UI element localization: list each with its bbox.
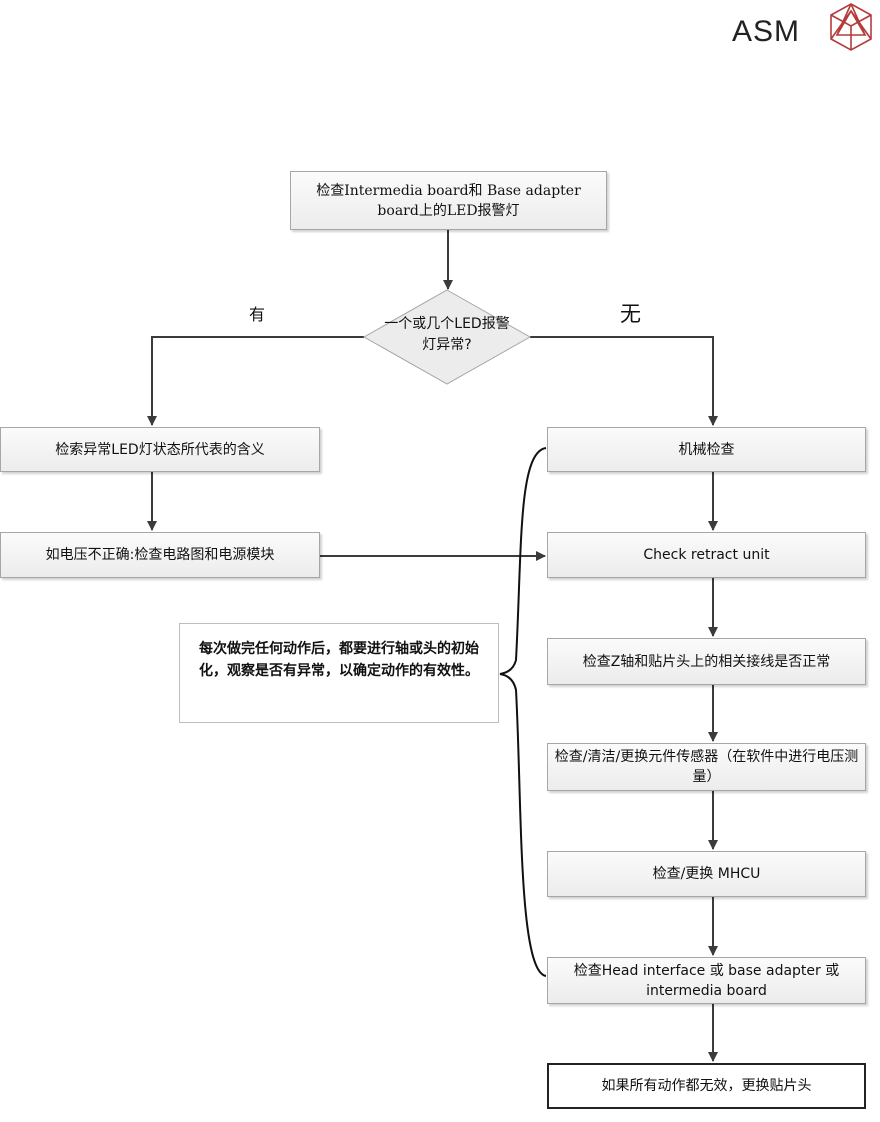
edge-label-yes: 有 [249,301,265,325]
arrow-decision-no [530,337,713,425]
right-step-6: 检查Head interface 或 base adapter 或 interm… [547,957,866,1004]
left-step-1: 检索异常LED灯状态所代表的含义 [0,427,320,472]
left-step-2: 如电压不正确:检查电路图和电源模块 [0,532,320,578]
right-step-4: 检查/清洁/更换元件传感器（在软件中进行电压测量） [547,743,866,791]
start-box: 检查Intermedia board和 Base adapter board上的… [290,171,607,230]
right-step-3: 检查Z轴和贴片头上的相关接线是否正常 [547,638,866,685]
decision-label: 一个或几个LED报警灯异常? [364,310,530,360]
note-brace [500,448,546,976]
note-box: 每次做完任何动作后，都要进行轴或头的初始化，观察是否有异常，以确定动作的有效性。 [179,623,499,723]
arrow-decision-yes [152,337,364,425]
right-step-1: 机械检查 [547,427,866,472]
right-step-5: 检查/更换 MHCU [547,851,866,897]
right-step-2: Check retract unit [547,532,866,578]
edge-label-no: 无 [620,298,641,328]
final-step: 如果所有动作都无效，更换贴片头 [547,1063,866,1109]
